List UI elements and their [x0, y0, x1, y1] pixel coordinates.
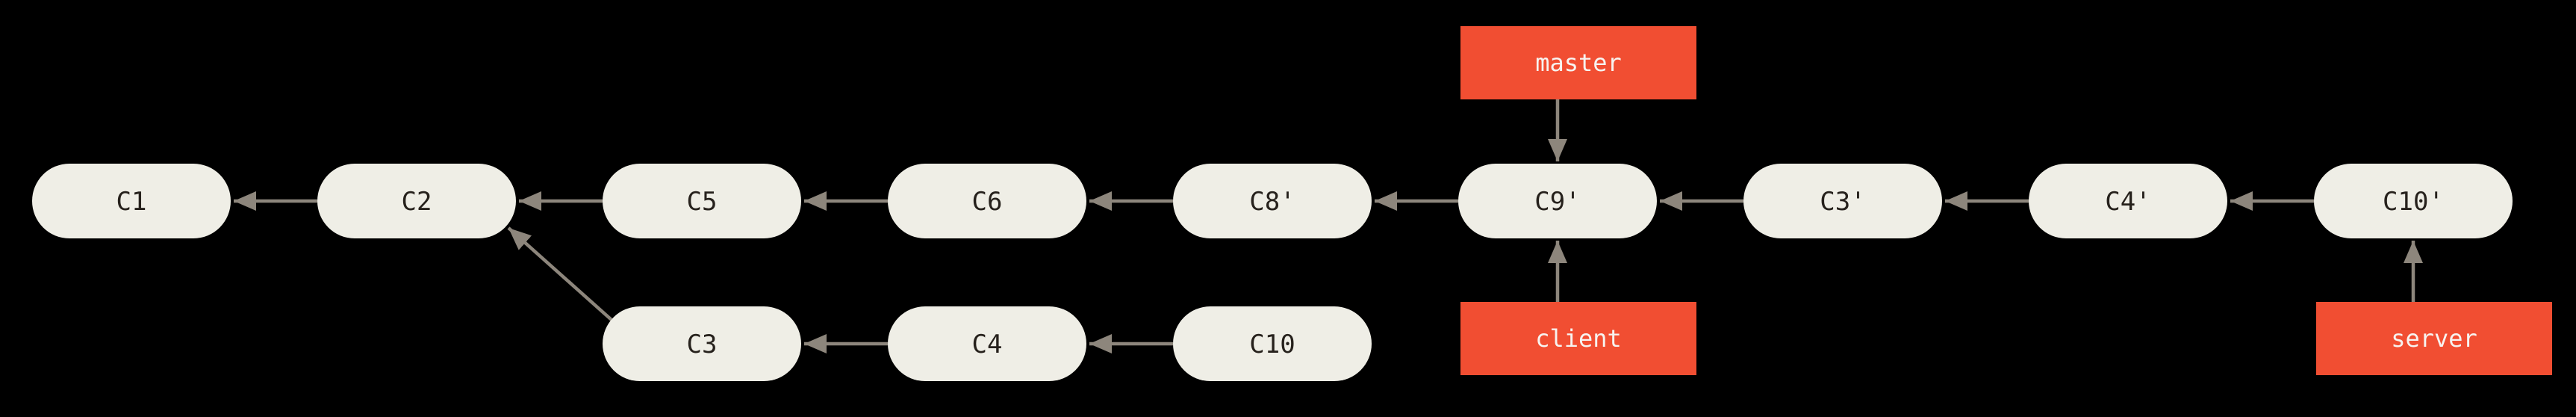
branch-box-client [1460, 302, 1696, 375]
commit-label-C2: C2 [402, 187, 432, 217]
branch-box-server [2316, 302, 2552, 375]
commit-label-C3-prime: C3' [1820, 187, 1865, 217]
commit-label-C8-prime: C8' [1249, 187, 1295, 217]
commit-arrow-C3-to-C2 [507, 226, 613, 321]
commit-label-C4: C4 [972, 330, 1003, 359]
commit-node-C2 [317, 164, 516, 238]
commit-label-C4-prime: C4' [2105, 187, 2150, 217]
branch-label-client: client [1535, 324, 1622, 353]
commit-label-C10-prime: C10' [2383, 187, 2444, 217]
commit-node-C1 [32, 164, 231, 238]
commit-node-C3-prime [1743, 164, 1942, 238]
commit-label-C1: C1 [116, 187, 147, 217]
commit-node-C3 [603, 306, 801, 381]
commit-label-C3: C3 [687, 330, 718, 359]
branch-box-master [1460, 26, 1696, 99]
commit-node-C8-prime [1173, 164, 1372, 238]
commit-label-C10: C10 [1249, 330, 1295, 359]
branch-label-master: master [1535, 49, 1622, 77]
commit-node-C6 [888, 164, 1086, 238]
commit-label-C5: C5 [687, 187, 718, 217]
commit-label-C9-prime: C9' [1534, 187, 1580, 217]
commit-node-C4 [888, 306, 1086, 381]
branch-label-server: server [2391, 324, 2477, 353]
commit-node-C5 [603, 164, 801, 238]
commit-node-C10-prime [2314, 164, 2513, 238]
commit-node-C9-prime [1458, 164, 1657, 238]
commit-label-C6: C6 [972, 187, 1003, 217]
commit-node-C10 [1173, 306, 1372, 381]
commit-node-C4-prime [2029, 164, 2227, 238]
